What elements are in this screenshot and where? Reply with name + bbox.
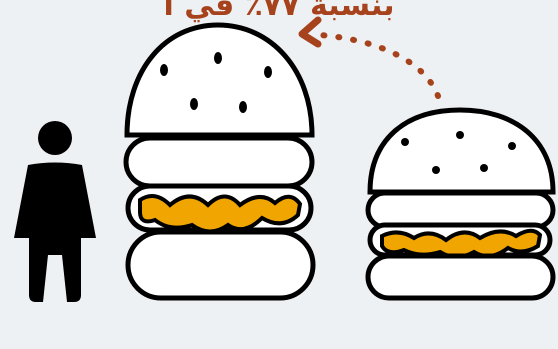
curved-dotted-arrow-icon (302, 20, 438, 96)
person-icon (14, 121, 96, 302)
small-burger-icon (368, 110, 553, 298)
large-burger-icon (126, 25, 313, 298)
